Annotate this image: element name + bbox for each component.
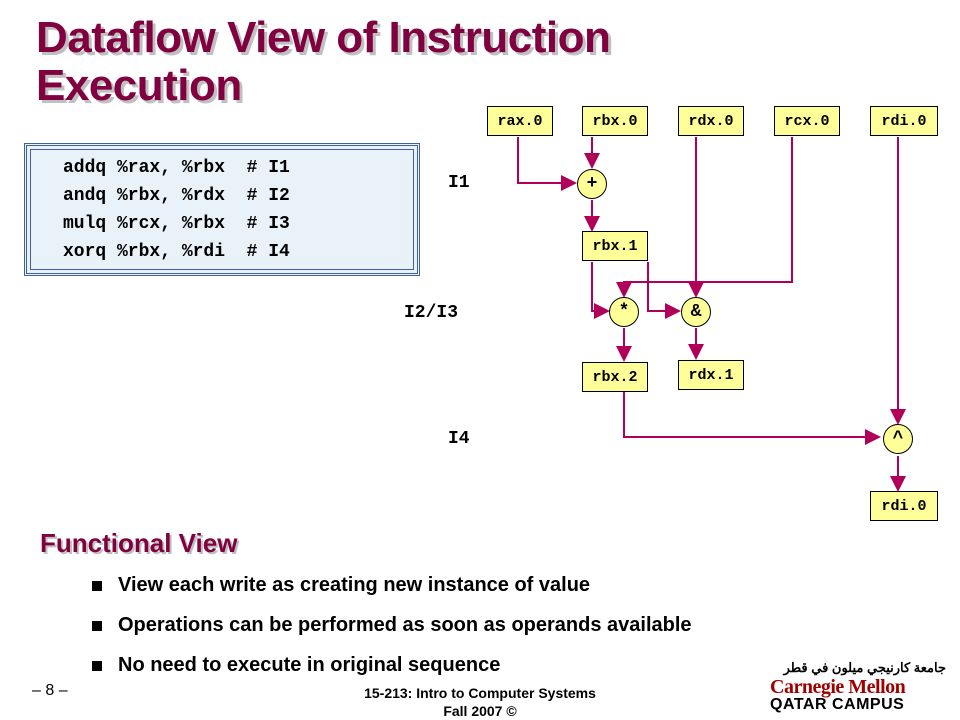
- reg-rax-0: rax.0: [487, 106, 553, 136]
- stage-label-i2-i3: I2/I3: [404, 303, 459, 323]
- bullet-item: No need to execute in original sequence: [92, 654, 500, 677]
- logo-name: Carnegie Mellon: [770, 676, 906, 698]
- bullet-square-icon: [92, 660, 102, 671]
- stage-label-i4: I4: [448, 429, 470, 449]
- bullet-text: No need to execute in original sequence: [118, 654, 501, 676]
- cmu-qatar-logo: جامعة كارنيجي ميلون في قطر Carnegie Mell…: [770, 660, 946, 716]
- reg-rdx-0: rdx.0: [678, 106, 744, 136]
- stage-label-i1: I1: [448, 173, 470, 193]
- slide-title: Dataflow View of Instruction Execution: [36, 13, 611, 110]
- code-line-1: addq %rax, %rbx # I1: [63, 158, 290, 178]
- reg-rbx-2: rbx.2: [582, 362, 648, 392]
- code-line-2: andq %rbx, %rdx # I2: [63, 186, 290, 206]
- bullet-item: Operations can be performed as soon as o…: [92, 614, 692, 637]
- reg-rdx-1: rdx.1: [678, 360, 744, 390]
- bullet-text: Operations can be performed as soon as o…: [118, 614, 692, 636]
- footer-course: 15-213: Intro to Computer Systems: [364, 685, 596, 701]
- reg-rcx-0: rcx.0: [774, 106, 840, 136]
- reg-rbx-0: rbx.0: [582, 106, 648, 136]
- reg-rbx-1: rbx.1: [582, 231, 648, 261]
- bullet-item: View each write as creating new instance…: [92, 574, 590, 597]
- bullet-square-icon: [92, 580, 102, 591]
- op-add: +: [577, 169, 607, 199]
- wire-rcx0-mul: [616, 137, 793, 298]
- code-box: addq %rax, %rbx # I1 andq %rbx, %rdx # I…: [24, 143, 420, 276]
- wire-rbx1-and: [647, 262, 681, 319]
- footer-term: Fall 2007 ©: [443, 703, 517, 719]
- reg-rdi-out: rdi.0: [870, 491, 938, 521]
- wire-rbx2-xor: [623, 392, 881, 445]
- bullet-text: View each write as creating new instance…: [118, 574, 591, 596]
- reg-rdi-0: rdi.0: [870, 106, 938, 136]
- code-line-4: xorq %rbx, %rdi # I4: [63, 242, 290, 262]
- op-and: &: [681, 297, 711, 327]
- op-mul: *: [609, 297, 639, 327]
- section-heading: Functional View: [40, 528, 238, 558]
- wire-rax0-add: [517, 137, 577, 191]
- wire-rbx1-mul: [591, 262, 610, 319]
- op-xor: ^: [883, 424, 913, 454]
- bullet-square-icon: [92, 620, 102, 631]
- logo-campus: QATAR CAMPUS: [770, 696, 905, 713]
- logo-arabic-text: جامعة كارنيجي ميلون في قطر: [783, 660, 946, 675]
- footer: 15-213: Intro to Computer Systems Fall 2…: [300, 684, 660, 720]
- page-number: – 8 –: [32, 682, 68, 699]
- code-line-3: mulq %rcx, %rbx # I3: [63, 214, 290, 234]
